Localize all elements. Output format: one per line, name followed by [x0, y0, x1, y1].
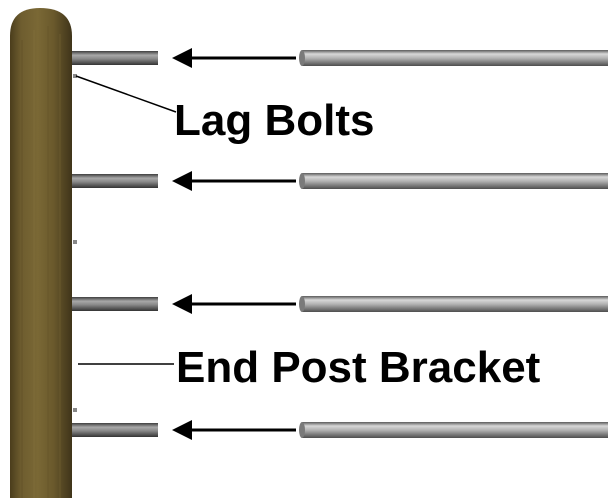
fence-rail	[302, 422, 608, 438]
fence-rail	[302, 173, 608, 189]
rail-row	[72, 48, 608, 68]
end-post	[10, 8, 72, 498]
fence-rail-end	[299, 173, 305, 189]
bracket-screws	[73, 74, 77, 412]
end-post-bracket-stub	[72, 423, 158, 437]
fence-rail	[302, 296, 608, 312]
fence-rail-end	[299, 422, 305, 438]
insert-arrow-head	[172, 420, 192, 440]
rail-rows	[72, 48, 608, 440]
end-post-bracket-stub	[72, 174, 158, 188]
insert-arrow-head	[172, 294, 192, 314]
rail-row	[72, 294, 608, 314]
fence-rail	[302, 50, 608, 66]
fence-rail-end	[299, 50, 305, 66]
lag-bolts-pointer-line	[75, 75, 177, 113]
insert-arrow-head	[172, 48, 192, 68]
end-post-bracket-stub	[72, 51, 158, 65]
lag-bolts-label: Lag Bolts	[174, 96, 375, 145]
rail-row	[72, 420, 608, 440]
insert-arrow-head	[172, 171, 192, 191]
end-post-bracket-stub	[72, 297, 158, 311]
pointer-lines	[75, 75, 177, 365]
rail-row	[72, 171, 608, 191]
end-post-bracket-label: End Post Bracket	[176, 343, 541, 392]
fence-rail-end	[299, 296, 305, 312]
